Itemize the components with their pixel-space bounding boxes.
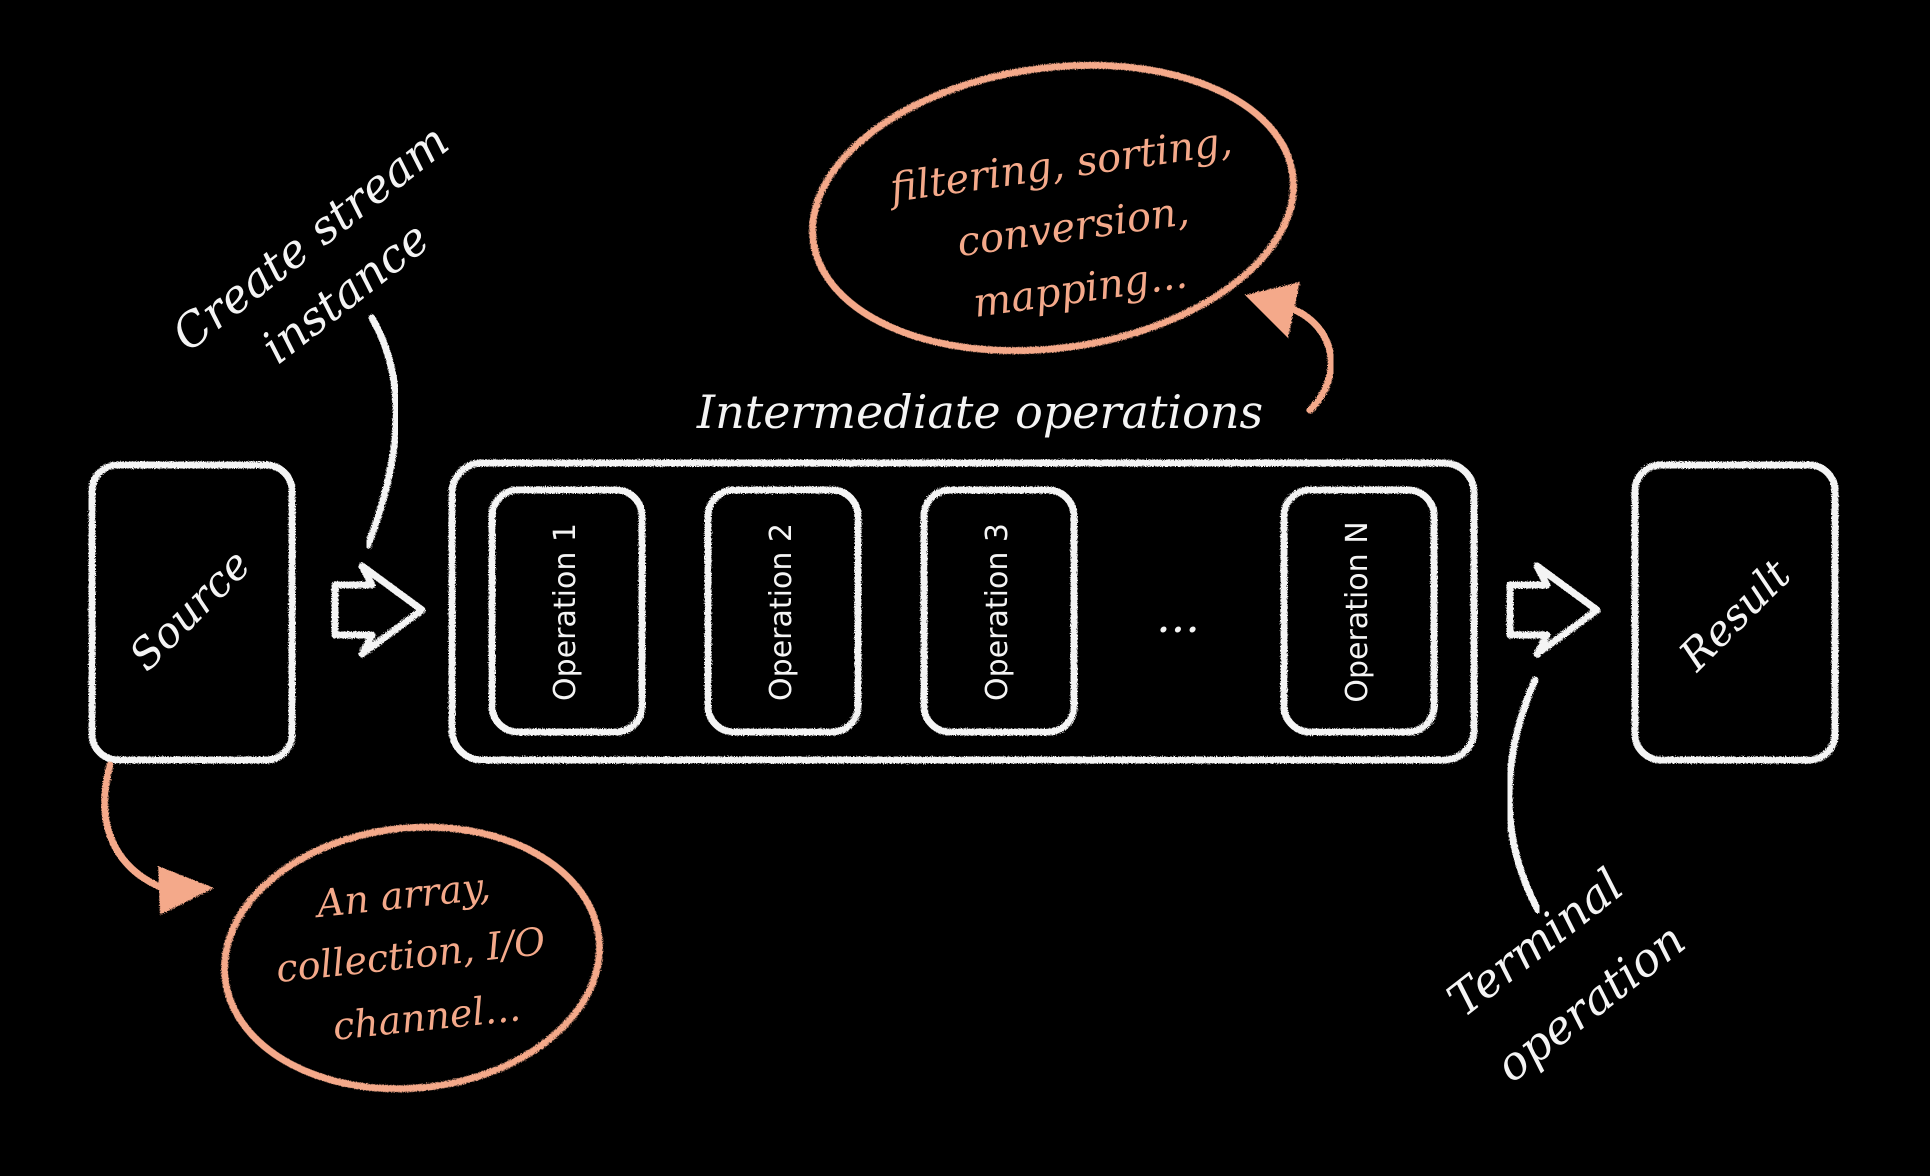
intermediate-examples-pointer [1286,304,1335,414]
operation-3: Operation 3 [920,486,1078,736]
operation-n-box [1280,486,1438,736]
operation-1: Operation 1 [488,486,646,736]
source-examples-line-1: An array, [312,864,493,926]
source-examples-line-3: channel... [331,985,523,1048]
source-examples-arrowhead-icon [158,866,214,915]
terminal-pointer [1505,676,1542,914]
intermediate-operations-group: Intermediate operations Operation 1 Oper… [448,385,1478,764]
result-box [1631,461,1839,764]
ops-to-result-arrow-icon [1506,562,1601,658]
operations-ellipsis: ... [1156,589,1200,643]
intermediate-examples-line-3: mapping... [970,251,1190,327]
operation-2-label: Operation 2 [764,523,799,701]
operation-1-label: Operation 1 [548,523,583,701]
intermediate-examples-arrowhead-icon [1245,282,1300,338]
operation-3-label: Operation 3 [980,523,1015,701]
terminal-operation-note: Terminal operation [1437,676,1695,1093]
create-stream-pointer [364,314,400,549]
intermediate-container [448,459,1478,764]
source-box [88,461,296,764]
intermediate-examples-note: filtering, sorting, conversion, mapping.… [809,61,1335,414]
operation-1-box [488,486,646,736]
source-to-ops-arrow-icon [331,562,426,658]
source-examples-note: An array, collection, I/O channel... [101,761,603,1093]
result-node: Result [1631,461,1839,764]
create-stream-note: Create stream instance [162,113,459,549]
operation-3-box [920,486,1078,736]
source-label: Source [120,540,260,680]
source-examples-bubble [221,823,603,1093]
intermediate-title: Intermediate operations [696,385,1263,439]
operation-2: Operation 2 [704,486,862,736]
operation-n-label: Operation N [1340,521,1375,702]
intermediate-examples-bubble [809,61,1297,355]
source-examples-line-2: collection, I/O [274,919,547,991]
result-label: Result [1669,549,1800,680]
operation-n: Operation N [1280,486,1438,736]
source-node: Source [88,461,296,764]
operation-2-box [704,486,862,736]
